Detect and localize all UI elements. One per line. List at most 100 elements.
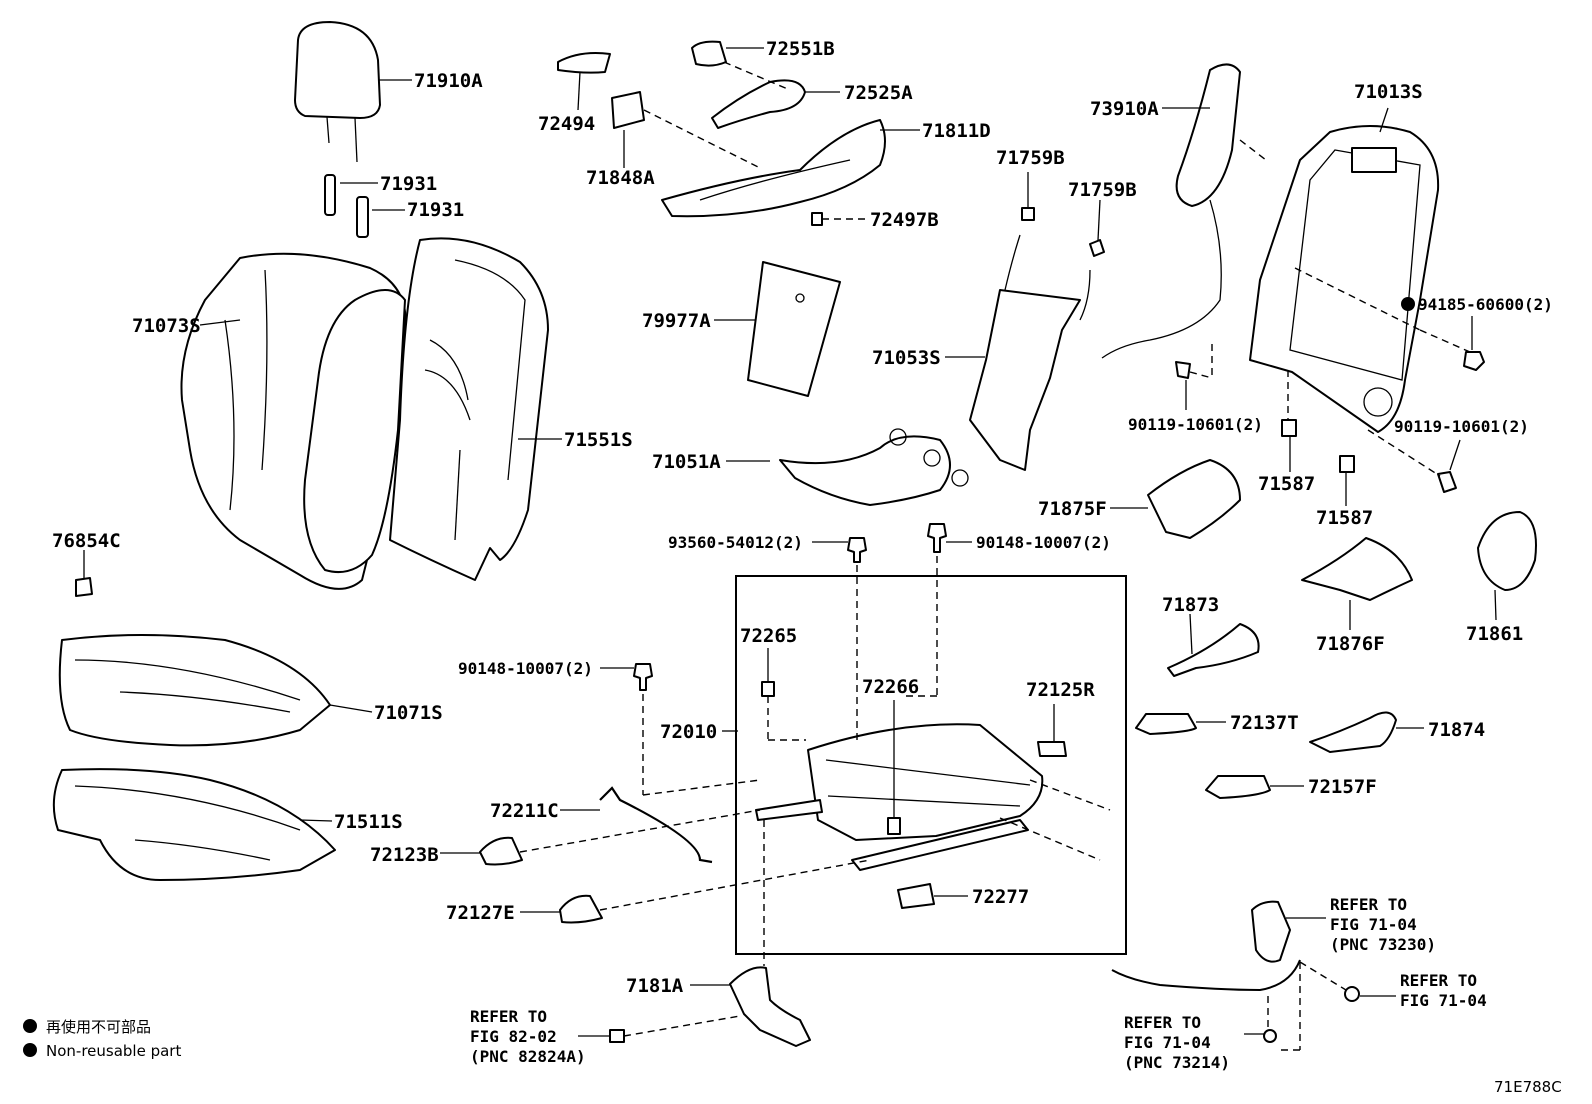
dash-72551B	[723, 61, 791, 91]
label-71876F: 71876F	[1316, 633, 1385, 655]
label-72211C: 72211C	[490, 800, 559, 822]
cover-72157F	[1205, 775, 1304, 799]
label-71811D: 71811D	[922, 120, 991, 142]
cover-72137T	[1135, 713, 1226, 735]
label-71759B-a: 71759B	[996, 147, 1065, 169]
guide-71931-a	[324, 174, 378, 216]
bolt-90148-10007-b	[600, 663, 761, 796]
dash-94185-b	[1419, 329, 1471, 353]
side-airbag-73910A	[1101, 63, 1267, 359]
ref-71-04-73214: REFER TO FIG 71-04 (PNC 73214)	[1124, 1013, 1230, 1072]
label-90119-10601-a: 90119-10601(2)	[1128, 415, 1263, 434]
label-71931-b: 71931	[407, 199, 464, 221]
label-72137T: 72137T	[1230, 712, 1299, 734]
buckle-73230	[1251, 900, 1326, 963]
ref3-line3: (PNC 73230)	[1330, 935, 1436, 954]
label-71874: 71874	[1428, 719, 1485, 741]
label-71873: 71873	[1162, 594, 1219, 616]
clip-71759B-a	[1021, 172, 1035, 221]
label-71931-a: 71931	[380, 173, 437, 195]
label-72277: 72277	[972, 886, 1029, 908]
harness-73214	[1111, 959, 1301, 1030]
knob-72551B	[691, 40, 764, 67]
dash-71848A	[643, 109, 761, 169]
nut-73214	[1244, 1029, 1277, 1043]
label-94185-60600: 94185-60600(2)	[1418, 295, 1553, 314]
label-71587-b: 71587	[1316, 507, 1373, 529]
label-71861: 71861	[1466, 623, 1523, 645]
label-73910A: 73910A	[1090, 98, 1159, 120]
label-76854C: 76854C	[52, 530, 121, 552]
legend-dot-jp	[23, 1019, 37, 1033]
label-90119-10601-b: 90119-10601(2)	[1394, 417, 1529, 436]
legend-jp: 再使用不可部品	[46, 1018, 151, 1036]
ref-71-04: REFER TO FIG 71-04	[1400, 971, 1487, 1010]
bracket-72494	[557, 52, 611, 111]
bolt-93560-54012	[812, 537, 867, 740]
label-71013S: 71013S	[1354, 81, 1423, 103]
clip-72497B	[811, 212, 866, 226]
label-71071S: 71071S	[374, 702, 443, 724]
label-71587-a: 71587	[1258, 473, 1315, 495]
label-79977A: 79977A	[642, 310, 711, 332]
ref1-line3: (PNC 82824A)	[470, 1047, 586, 1066]
adjuster-box	[735, 575, 1127, 955]
seatback-pad-71551S	[389, 237, 562, 581]
ref3-line2: FIG 71-04	[1330, 915, 1417, 934]
label-72551B: 72551B	[766, 38, 835, 60]
label-72157F: 72157F	[1308, 776, 1377, 798]
label-71051A: 71051A	[652, 451, 721, 473]
clip-72265	[761, 648, 806, 741]
lumbar-71053S	[945, 234, 1091, 471]
label-7181A: 7181A	[626, 975, 684, 997]
seatback-frame-71013S	[1249, 107, 1440, 433]
cover-72127E	[520, 859, 871, 924]
clip-72266	[887, 700, 901, 835]
label-71759B-b: 71759B	[1068, 179, 1137, 201]
clip-71759B-b	[1089, 199, 1105, 257]
clip-71587-b	[1339, 455, 1355, 506]
label-71875F: 71875F	[1038, 498, 1107, 520]
label-93560-54012: 93560-54012(2)	[668, 533, 803, 552]
cover-71861	[1477, 511, 1537, 621]
seat-cushion-cover-71071S	[58, 634, 373, 747]
ref-71-04-73230: REFER TO FIG 71-04 (PNC 73230)	[1330, 895, 1436, 954]
bracket-71873	[1167, 613, 1260, 677]
clip-72125R	[1037, 704, 1067, 757]
legend-en: Non-reusable part	[46, 1042, 181, 1060]
lever-72525A	[711, 79, 840, 129]
ref2-line1: REFER TO	[1124, 1013, 1201, 1032]
bracket-71875F	[1110, 459, 1241, 539]
label-72125R: 72125R	[1026, 679, 1095, 701]
clip-71587-a	[1281, 370, 1297, 472]
legend: 再使用不可部品 Non-reusable part	[23, 1018, 181, 1060]
bolt-90119-10601-b	[1367, 429, 1461, 493]
ref4-line2: FIG 71-04	[1400, 991, 1487, 1010]
rod-72211C	[560, 786, 713, 864]
ref4-line1: REFER TO	[1400, 971, 1477, 990]
non-reusable-mark	[1401, 297, 1415, 311]
bracket-71874	[1309, 711, 1424, 753]
label-71053S: 71053S	[872, 347, 941, 369]
label-72497B: 72497B	[870, 209, 939, 231]
seat-adjuster-72010	[722, 723, 1044, 871]
label-71551S: 71551S	[564, 429, 633, 451]
ref1-line1: REFER TO	[470, 1007, 547, 1026]
headrest-71910A	[294, 21, 412, 163]
legend-dot-en	[23, 1043, 37, 1057]
ref2-line3: (PNC 73214)	[1124, 1053, 1230, 1072]
diagram-code: 71E788C	[1494, 1078, 1562, 1096]
label-72494: 72494	[538, 113, 595, 135]
clip-76854C	[75, 550, 93, 597]
ref-82-02: REFER TO FIG 82-02 (PNC 82824A)	[470, 1007, 586, 1066]
bolt-90119-10601-a	[1175, 344, 1213, 410]
pad-79977A	[714, 261, 841, 397]
label-72266: 72266	[862, 676, 919, 698]
bolt-90148-10007-a	[906, 523, 972, 697]
label-72265: 72265	[740, 625, 797, 647]
label-71910A: 71910A	[414, 70, 483, 92]
harness-71051A	[726, 428, 969, 506]
shield-71811D	[661, 119, 920, 218]
seatback-cover-71073S	[180, 252, 407, 590]
